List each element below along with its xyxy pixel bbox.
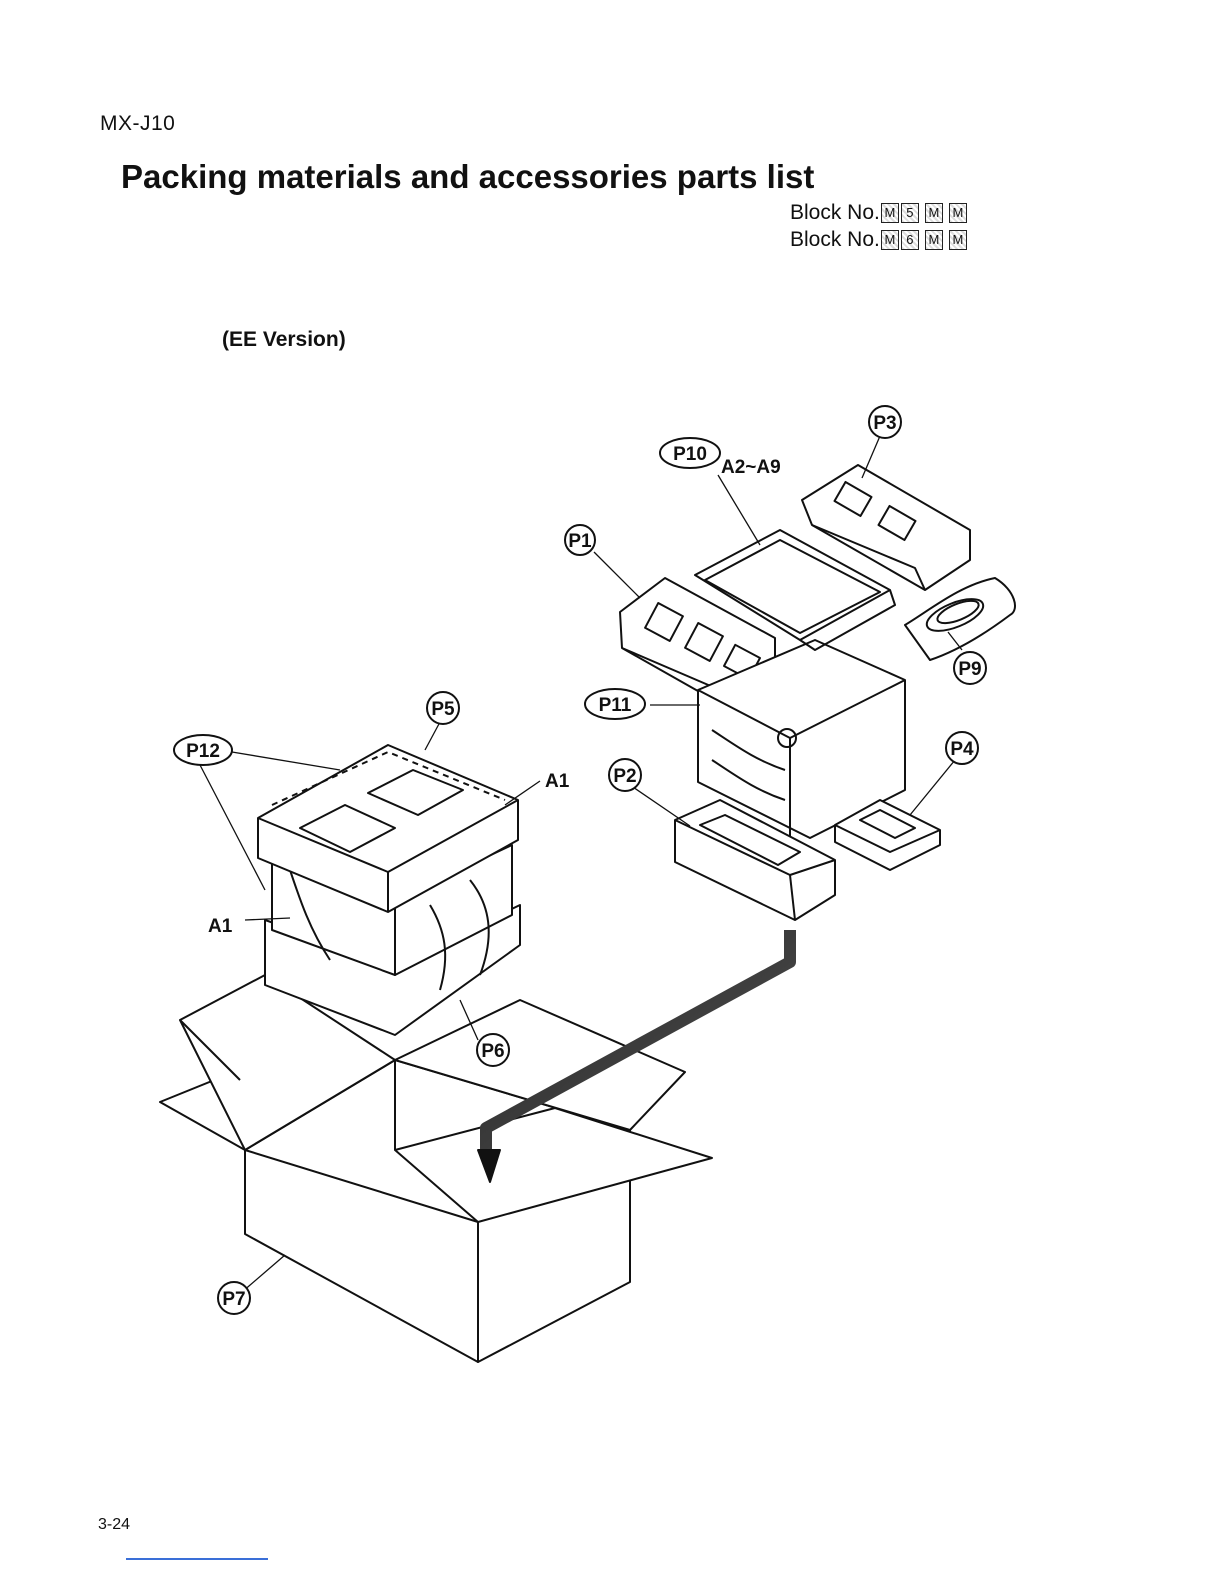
page-number: 3-24 — [98, 1516, 130, 1534]
callout-p6: P6 — [477, 1034, 509, 1066]
callout-p3: P3 — [869, 406, 901, 438]
svg-text:P10: P10 — [673, 444, 707, 465]
callout-p2: P2 — [609, 759, 641, 791]
bottom-rule — [126, 1558, 268, 1560]
svg-text:P7: P7 — [222, 1289, 245, 1310]
callout-p9: P9 — [954, 652, 986, 684]
svg-text:P5: P5 — [431, 699, 455, 720]
svg-text:P3: P3 — [873, 413, 896, 434]
svg-text:P4: P4 — [950, 739, 974, 760]
svg-text:P11: P11 — [599, 695, 632, 716]
callout-p10: P10 — [660, 438, 720, 468]
svg-text:P6: P6 — [481, 1041, 504, 1062]
label-a1-right: A1 — [545, 771, 570, 792]
svg-text:P12: P12 — [186, 741, 220, 762]
label-a1-left: A1 — [208, 916, 233, 937]
callout-p12: P12 — [174, 735, 232, 765]
callout-p1: P1 — [565, 525, 595, 555]
label-a2-a9: A2~A9 — [721, 457, 781, 478]
callout-p11: P11 — [585, 689, 645, 719]
svg-text:P1: P1 — [568, 531, 592, 552]
svg-text:P2: P2 — [613, 766, 636, 787]
callout-p7: P7 — [218, 1282, 250, 1314]
callout-p4: P4 — [946, 732, 978, 764]
callout-p5: P5 — [427, 692, 459, 724]
speaker-package — [258, 745, 520, 1035]
svg-text:P9: P9 — [958, 659, 981, 680]
